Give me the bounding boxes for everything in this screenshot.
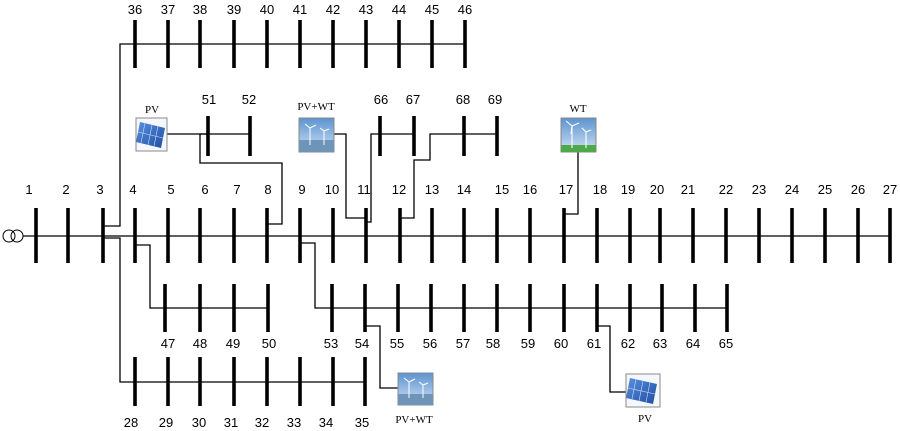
pv-wt-label: PV+WT: [297, 101, 335, 113]
bus-label: 24: [785, 182, 799, 197]
bus-label: 4: [129, 182, 136, 197]
bus-label: 41: [293, 2, 307, 17]
bus-label: 2: [62, 182, 69, 197]
bus-label: 35: [355, 415, 369, 430]
bus-label: 34: [319, 415, 333, 430]
bus-label: 65: [719, 336, 733, 351]
bus-label: 56: [423, 336, 437, 351]
pv-icon: [135, 117, 168, 152]
bus-label: 10: [325, 182, 339, 197]
bus-label: 69: [488, 92, 502, 107]
transformer-icon: [2, 229, 24, 243]
bus-label: 43: [359, 2, 373, 17]
bus-label: 9: [298, 182, 305, 197]
bus-label: 39: [227, 2, 241, 17]
bus-label: 38: [193, 2, 207, 17]
bus-label: 31: [224, 415, 238, 430]
bus-label: 47: [161, 336, 175, 351]
bus-label: 61: [587, 336, 601, 351]
bus-label: 46: [458, 2, 472, 17]
bus-label: 64: [686, 336, 700, 351]
bus-label: 20: [650, 182, 664, 197]
bus-label: 6: [201, 182, 208, 197]
wind-turbine-icon: [560, 117, 597, 153]
pv-wt-icon: [397, 372, 434, 406]
bus-label: 22: [719, 182, 733, 197]
bus-label: 68: [456, 92, 470, 107]
bus-label: 28: [124, 415, 138, 430]
bus-label: 15: [495, 182, 509, 197]
bus-label: 37: [161, 2, 175, 17]
bus-label: 8: [264, 182, 271, 197]
bus-label: 60: [554, 336, 568, 351]
bus-label: 63: [653, 336, 667, 351]
bus-label: 66: [374, 92, 388, 107]
bus-label: 57: [456, 336, 470, 351]
bus-bars: [34, 20, 892, 406]
bus-label: 50: [262, 336, 276, 351]
bus-label: 26: [851, 182, 865, 197]
bus-label: 32: [255, 415, 269, 430]
bus-label: 21: [681, 182, 695, 197]
bus-label: 14: [457, 182, 471, 197]
bus-label: 51: [202, 92, 216, 107]
bus-label: 53: [324, 336, 338, 351]
bus-label: 54: [355, 336, 369, 351]
pv-label: PV: [638, 413, 652, 425]
bus-label: 55: [390, 336, 404, 351]
bus-label: 7: [233, 182, 240, 197]
bus-label: 30: [192, 415, 206, 430]
bus-label: 3: [96, 182, 103, 197]
bus-label: 12: [392, 182, 406, 197]
bus-label: 67: [406, 92, 420, 107]
bus-label: 33: [287, 415, 301, 430]
bus-label: 52: [242, 92, 256, 107]
bus-label: 17: [559, 182, 573, 197]
bus-label: 44: [392, 2, 406, 17]
pv-icon: [625, 373, 661, 408]
pv-wt-label: PV+WT: [395, 414, 433, 426]
pv-label: PV: [145, 104, 159, 116]
bus-label: 18: [593, 182, 607, 197]
bus-label: 27: [883, 182, 897, 197]
bus-label: 25: [818, 182, 832, 197]
bus-label: 19: [621, 182, 635, 197]
bus-label: 5: [167, 182, 174, 197]
bus-label: 1: [25, 182, 32, 197]
bus-label: 40: [260, 2, 274, 17]
bus-label: 29: [159, 415, 173, 430]
bus-label: 13: [425, 182, 439, 197]
bus-label: 45: [425, 2, 439, 17]
bus-label: 59: [521, 336, 535, 351]
bus-label: 16: [523, 182, 537, 197]
bus-label: 49: [226, 336, 240, 351]
bus-label: 36: [128, 2, 142, 17]
bus-label: 11: [357, 182, 371, 197]
pv-wt-icon: [298, 117, 335, 153]
bus-label: 48: [193, 336, 207, 351]
wt-label: WT: [569, 103, 586, 115]
bus-label: 42: [326, 2, 340, 17]
bus-label: 58: [486, 336, 500, 351]
bus-label: 23: [752, 182, 766, 197]
bus-label: 62: [621, 336, 635, 351]
